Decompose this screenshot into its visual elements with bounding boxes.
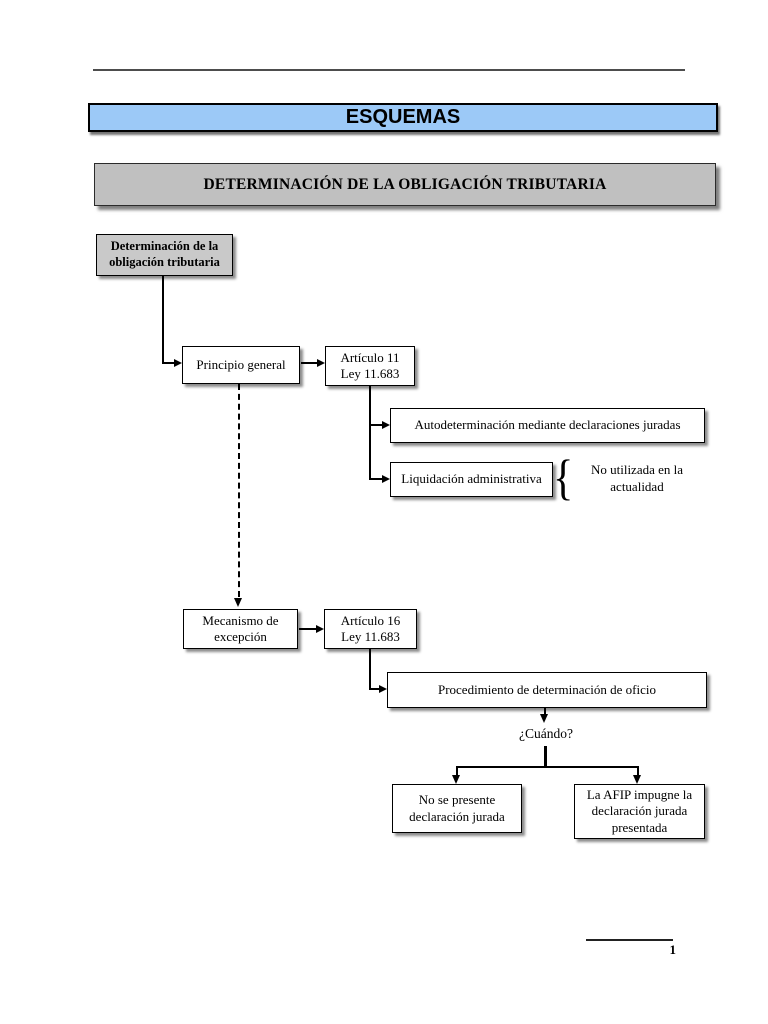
connector-split-right (637, 766, 639, 776)
title-banner: ESQUEMAS (88, 103, 718, 132)
page-number: 1 (669, 942, 677, 957)
connector-art11-auto (369, 424, 383, 426)
annotation-line: actualidad (610, 478, 664, 494)
connector-dashed-principio-mecanismo (238, 384, 240, 597)
connector-root-vertical (162, 276, 164, 364)
node-text-line: excepción (214, 629, 267, 644)
node-text-line: Principio general (196, 356, 286, 372)
annotation-no-utilizada: No utilizada en la actualidad (577, 462, 697, 496)
node-text-line: presentada (611, 819, 668, 835)
node-text-line: La AFIP impugne la (586, 787, 693, 803)
connector-split-horizontal (456, 766, 639, 768)
annotation-line: No utilizada en la (590, 462, 684, 477)
connector-principio-art11 (301, 362, 317, 364)
node-articulo-16: Artículo 16 Ley 11.683 (324, 609, 417, 649)
arrowhead-right-icon (382, 475, 390, 483)
connector-split-left (456, 766, 458, 776)
node-text-line: Autodeterminación mediante declaraciones… (414, 417, 681, 433)
node-text-line: obligación tributaria (109, 255, 220, 269)
node-liquidacion-administrativa: Liquidación administrativa (390, 462, 553, 497)
label-cuando: ¿Cuándo? (519, 726, 573, 741)
connector-art16-vertical (369, 649, 371, 690)
footer-rule (586, 939, 673, 941)
node-text-line: declaración jurada (409, 808, 505, 824)
connector-art11-vertical (369, 386, 371, 480)
arrowhead-right-icon (174, 359, 182, 367)
arrowhead-down-icon (234, 598, 242, 607)
arrowhead-right-icon (317, 359, 325, 367)
header-rule (93, 69, 685, 71)
connector-cuando-vertical (544, 746, 547, 767)
node-text-line: Mecanismo de (202, 612, 279, 628)
node-text-line: Determinación de la (110, 239, 219, 254)
brace-glyph: { (553, 449, 574, 505)
connector-art11-liquidacion (369, 478, 383, 480)
node-mecanismo-excepcion: Mecanismo de excepción (183, 609, 298, 649)
connector-mecanismo-art16 (299, 628, 316, 630)
node-text-line: Procedimiento de determinación de oficio (437, 681, 657, 697)
node-afip-impugne: La AFIP impugne la declaración jurada pr… (574, 784, 705, 839)
node-text-line: Ley 11.683 (340, 366, 400, 381)
section-banner: DETERMINACIÓN DE LA OBLIGACIÓN TRIBUTARI… (94, 163, 716, 206)
node-text-line: Liquidación administrativa (401, 471, 542, 487)
arrowhead-down-icon (540, 714, 548, 723)
arrowhead-right-icon (382, 421, 390, 429)
arrowhead-down-icon (452, 775, 460, 784)
connector-art16-horizontal (369, 688, 379, 690)
arrowhead-right-icon (379, 685, 387, 693)
node-text-line: declaración jurada (591, 803, 688, 819)
node-autodeterminacion: Autodeterminación mediante declaraciones… (390, 408, 705, 443)
node-text-line: No se presente (418, 792, 496, 808)
node-principio-general: Principio general (182, 346, 300, 384)
node-text-line: Artículo 11 (340, 349, 400, 365)
node-articulo-11: Artículo 11 Ley 11.683 (325, 346, 415, 386)
section-banner-text: DETERMINACIÓN DE LA OBLIGACIÓN TRIBUTARI… (203, 175, 607, 193)
node-procedimiento-oficio: Procedimiento de determinación de oficio (387, 672, 707, 708)
node-text-line: Ley 11.683 (341, 629, 400, 644)
node-text-line: Artículo 16 (340, 612, 401, 628)
node-no-presente-declaracion: No se presente declaración jurada (392, 784, 522, 833)
connector-root-horizontal (162, 362, 174, 364)
arrowhead-right-icon (316, 625, 324, 633)
title-banner-text: ESQUEMAS (345, 106, 461, 128)
arrowhead-down-icon (633, 775, 641, 784)
node-determinacion-obligacion: Determinación de la obligación tributari… (96, 234, 233, 276)
connector-proc-cuando (544, 708, 546, 715)
